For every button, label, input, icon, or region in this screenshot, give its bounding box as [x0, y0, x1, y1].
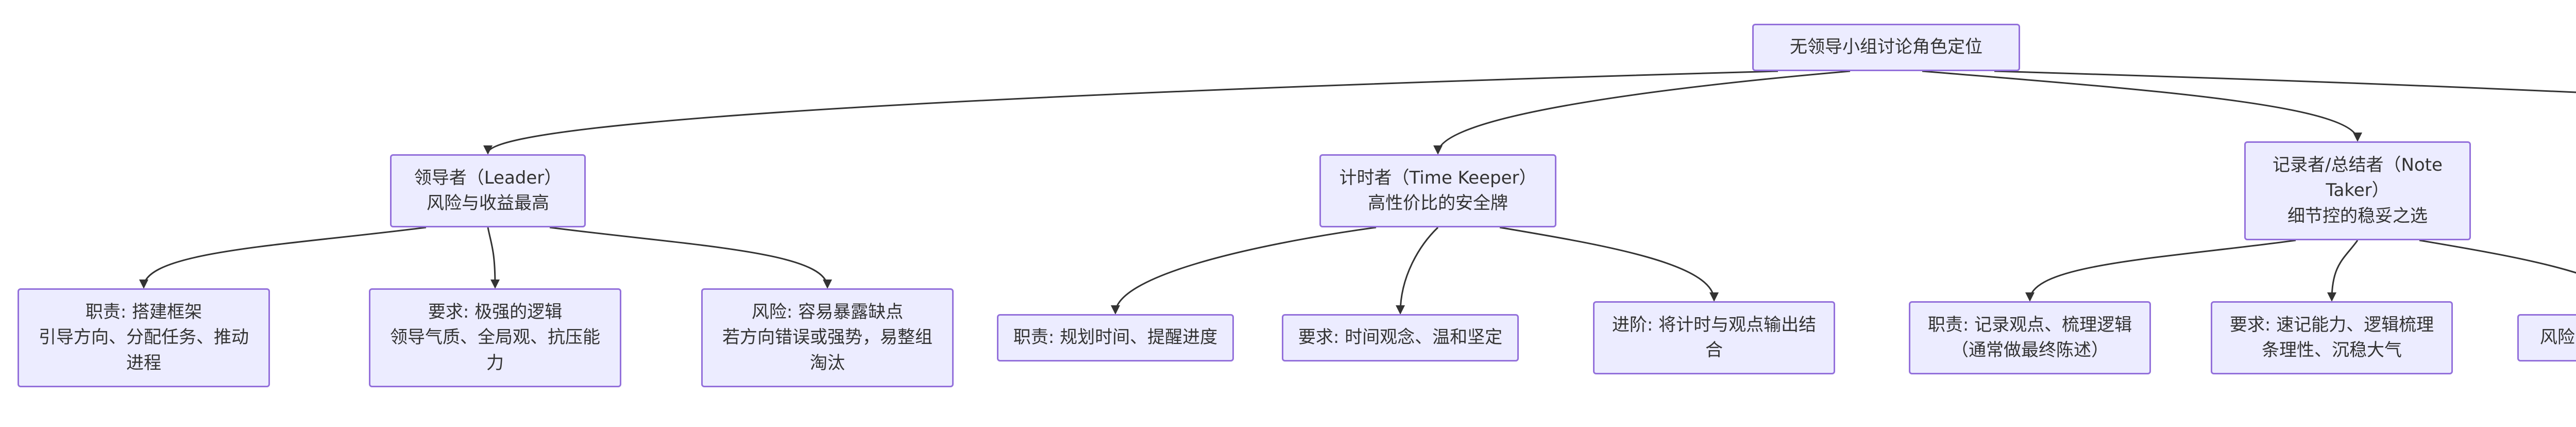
node-leader-duty: 职责: 搭建框架 引导方向、分配任务、推动 进程	[18, 288, 270, 387]
node-notetaker-requirement: 要求: 速记能力、逻辑梳理 条理性、沉稳大气	[2211, 301, 2453, 374]
node-timekeeper-duty: 职责: 规划时间、提醒进度	[997, 314, 1234, 362]
node-timekeeper-requirement: 要求: 时间观念、温和坚定	[1282, 314, 1519, 362]
node-note-taker: 记录者/总结者（Note Taker） 细节控的稳妥之选	[2244, 141, 2471, 240]
node-notetaker-risk: 风险: 避免只记录不发言	[2517, 314, 2576, 362]
node-root-topic: 无领导小组讨论角色定位	[1752, 24, 2020, 71]
node-notetaker-duty: 职责: 记录观点、梳理逻辑 （通常做最终陈述）	[1909, 301, 2151, 374]
node-timekeeper-advanced: 进阶: 将计时与观点输出结 合	[1593, 301, 1835, 374]
node-leader-risk: 风险: 容易暴露缺点 若方向错误或强势，易整组 淘汰	[701, 288, 954, 387]
node-time-keeper: 计时者（Time Keeper） 高性价比的安全牌	[1319, 154, 1556, 227]
node-leader-requirement: 要求: 极强的逻辑 领导气质、全局观、抗压能 力	[369, 288, 621, 387]
node-leader: 领导者（Leader） 风险与收益最高	[390, 154, 586, 227]
